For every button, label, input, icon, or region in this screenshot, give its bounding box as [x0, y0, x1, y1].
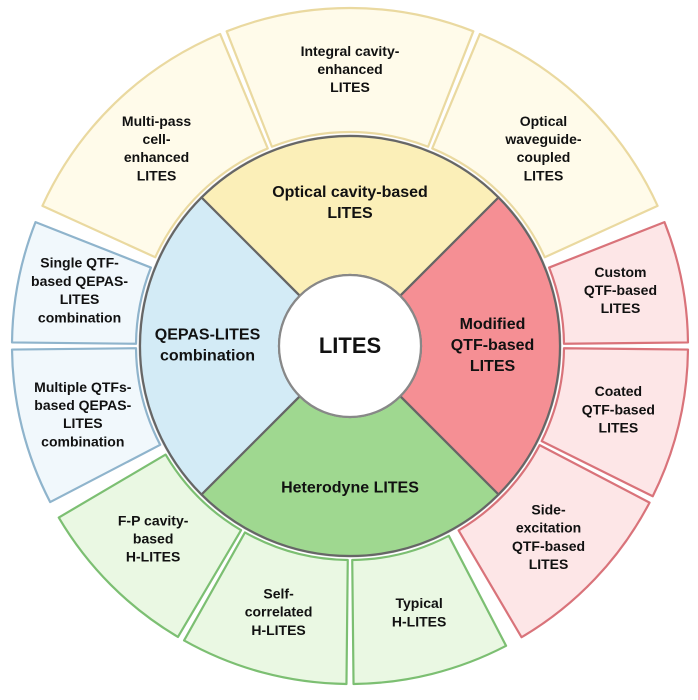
- optical-cavity-item-segment: [41, 32, 269, 259]
- center-circle: [277, 273, 423, 419]
- heterodyne-category-label: Heterodyne LITES: [281, 480, 419, 497]
- heterodyne-item-segment: [351, 534, 508, 686]
- modified-qtf-item-segment: [540, 347, 690, 498]
- qepas-lites-item-segment: [10, 347, 162, 504]
- heterodyne-item-segment: [57, 453, 243, 639]
- qepas-lites-item-segment: [10, 221, 152, 345]
- outer-ring: [10, 6, 690, 686]
- optical-cavity-item-segment: [431, 32, 659, 259]
- modified-qtf-item-segment: [457, 444, 651, 639]
- heterodyne-item-segment: [182, 531, 349, 686]
- optical-cavity-item-segment: [225, 6, 475, 148]
- center-label: LITES: [319, 333, 381, 358]
- inner-ring: [138, 134, 562, 558]
- modified-qtf-item-segment: [548, 221, 690, 345]
